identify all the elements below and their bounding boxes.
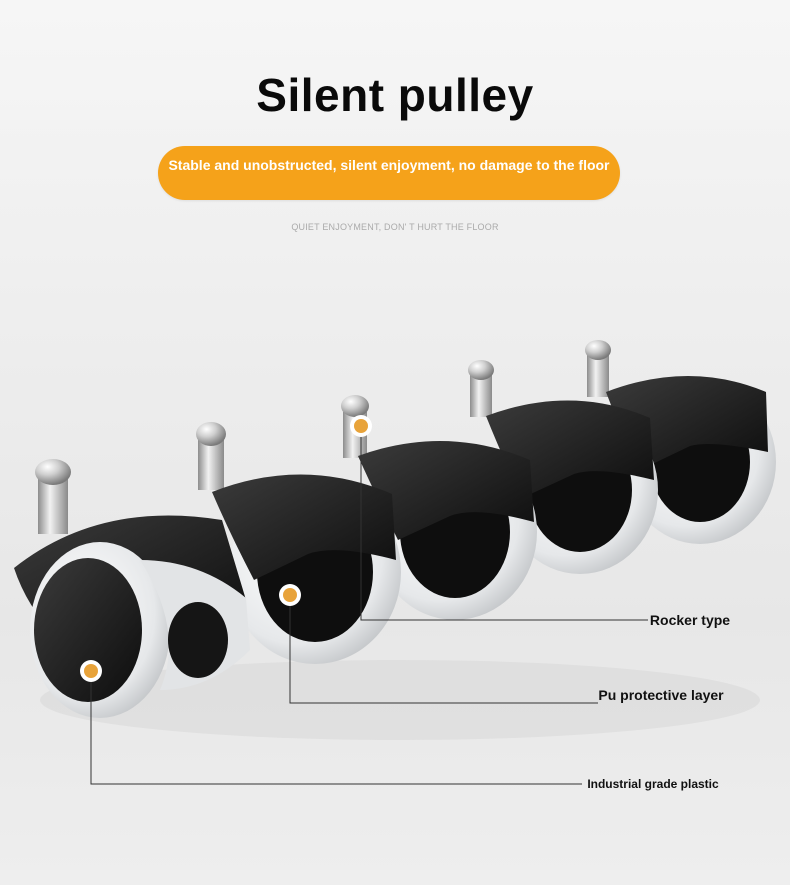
caster-3	[341, 395, 537, 620]
callout-pu-label: Pu protective layer	[598, 687, 724, 703]
callout-rocker-label: Rocker type	[649, 612, 731, 628]
marker-rocker	[350, 415, 372, 437]
caster-1	[14, 459, 250, 718]
feature-banner: Stable and unobstructed, silent enjoymen…	[158, 146, 620, 200]
caster-4	[468, 360, 658, 574]
caster-2	[196, 422, 401, 664]
marker-pu	[279, 584, 301, 606]
feature-banner-text: Stable and unobstructed, silent enjoymen…	[168, 157, 610, 173]
page-title: Silent pulley	[256, 69, 534, 121]
marker-plastic	[80, 660, 102, 682]
page-subtitle: QUIET ENJOYMENT, DON' T HURT THE FLOOR	[291, 222, 499, 232]
callout-lines	[90, 428, 648, 785]
callout-plastic-label: Industrial grade plastic	[587, 777, 719, 791]
